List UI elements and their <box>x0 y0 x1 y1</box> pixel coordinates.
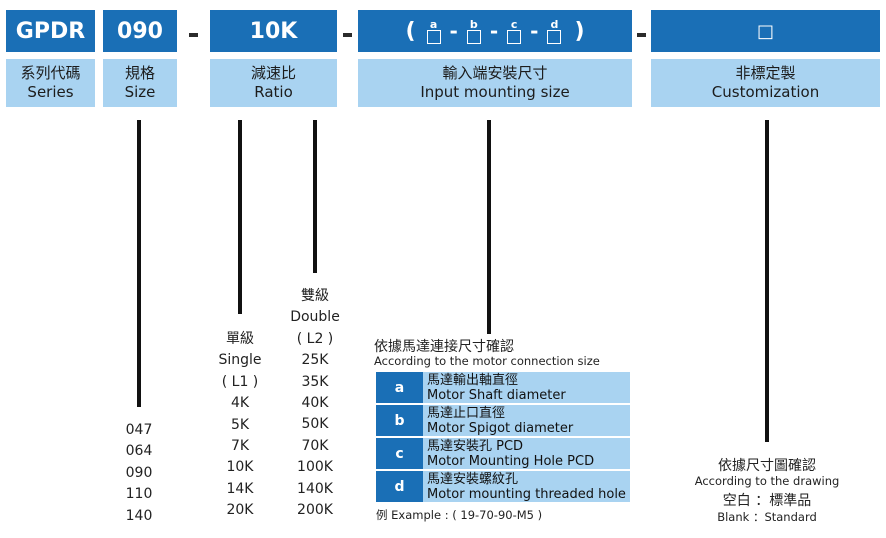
input-label: 輸入端安裝尺寸 Input mounting size <box>358 59 632 107</box>
ratio-item: 14K <box>226 480 254 497</box>
open-paren: ( <box>405 18 416 44</box>
input-slot-a: a <box>426 19 441 44</box>
size-label: 規格 Size <box>103 59 177 107</box>
size-item: 140 <box>125 507 153 524</box>
double-connector-line <box>313 120 317 273</box>
ratio-item: 20K <box>226 502 254 519</box>
single-connector-line <box>238 120 242 314</box>
double-title-en: Double <box>290 309 340 326</box>
row-key: b <box>376 405 423 436</box>
ratio-item: 35K <box>301 373 329 390</box>
slot-square-icon <box>547 29 562 44</box>
ratio-label: 減速比 Ratio <box>210 59 337 107</box>
size-code: 090 <box>117 18 163 44</box>
custom-code-box: □ <box>651 10 880 52</box>
row-key: c <box>376 438 423 469</box>
custom-label: 非標定製 Customization <box>651 59 880 107</box>
ratio-item: 100K <box>297 459 333 476</box>
double-title-zh: 雙級 <box>300 288 329 304</box>
input-slot-c: c <box>507 19 522 44</box>
ratio-item: 140K <box>297 480 333 497</box>
row-key: a <box>376 372 423 403</box>
double-code: ( L2 ) <box>296 330 334 347</box>
input-row-d: d 馬達安裝螺紋孔 Motor mounting threaded hole <box>376 471 630 502</box>
single-title-en: Single <box>218 352 262 369</box>
input-row-a: a 馬達輸出軸直徑 Motor Shaft diameter <box>376 372 630 403</box>
size-item: 110 <box>125 486 153 503</box>
ratio-code: 10K <box>249 18 298 44</box>
input-slot-b: b <box>466 19 481 44</box>
ratio-item: 200K <box>297 502 333 519</box>
single-code: ( L1 ) <box>221 373 259 390</box>
size-connector-line <box>137 120 141 407</box>
input-code-box: ( a - b - c - d ) <box>358 10 632 52</box>
ratio-item: 4K <box>230 395 250 412</box>
custom-connector-line <box>765 120 769 442</box>
custom-line-1: 依據尺寸圖確認 <box>718 458 816 474</box>
size-item: 064 <box>125 443 153 460</box>
row-text: 馬達輸出軸直徑 Motor Shaft diameter <box>427 373 566 403</box>
separator-dash <box>343 33 352 37</box>
size-item: 047 <box>125 422 153 438</box>
input-row-b: b 馬達止口直徑 Motor Spigot diameter <box>376 405 630 436</box>
single-title-zh: 單級 <box>225 331 254 347</box>
custom-line-4: Blank ：Standard <box>717 510 817 524</box>
size-item: 090 <box>125 464 153 481</box>
close-paren: ) <box>574 18 585 44</box>
custom-line-2: According to the drawing <box>694 474 840 488</box>
single-stage-list: 單級 Single ( L1 ) 4K 5K 7K 10K 14K 20K <box>218 329 261 522</box>
slot-square-icon <box>507 29 522 44</box>
ratio-item: 40K <box>301 395 329 412</box>
input-row-c: c 馬達安裝孔 PCD Motor Mounting Hole PCD <box>376 438 630 469</box>
custom-line-3: 空白 ：標準品 <box>722 493 812 509</box>
custom-symbol: □ <box>756 20 774 42</box>
input-example: 例 Example : ( 19-70-90-M5 ) <box>376 508 543 522</box>
slot-square-icon <box>426 29 441 44</box>
series-code: GPDR <box>15 18 86 44</box>
separator-dash <box>637 33 646 37</box>
row-text: 馬達安裝孔 PCD Motor Mounting Hole PCD <box>427 439 595 469</box>
input-info-title-en: According to the motor connection size <box>374 354 600 368</box>
size-code-box: 090 <box>103 10 177 52</box>
row-key: d <box>376 471 423 502</box>
ratio-item: 10K <box>226 459 254 476</box>
double-stage-list: 雙級 Double ( L2 ) 25K 35K 40K 50K 70K 100… <box>290 286 340 521</box>
separator-dash <box>189 33 198 37</box>
size-list: 047 064 090 110 140 <box>126 420 153 527</box>
ratio-item: 70K <box>301 437 329 454</box>
series-label: 系列代碼 Series <box>6 59 95 107</box>
input-slot-d: d <box>547 19 562 44</box>
row-text: 馬達安裝螺紋孔 Motor mounting threaded hole <box>427 472 626 502</box>
input-info-title-zh: 依據馬達連接尺寸確認 <box>374 339 514 355</box>
ratio-item: 50K <box>301 416 329 433</box>
row-text: 馬達止口直徑 Motor Spigot diameter <box>427 406 574 436</box>
input-connector-line <box>487 120 491 334</box>
slot-square-icon <box>466 29 481 44</box>
ratio-code-box: 10K <box>210 10 337 52</box>
series-code-box: GPDR <box>6 10 95 52</box>
ratio-item: 7K <box>230 438 250 455</box>
ratio-item: 5K <box>230 416 250 433</box>
ratio-item: 25K <box>301 352 329 369</box>
